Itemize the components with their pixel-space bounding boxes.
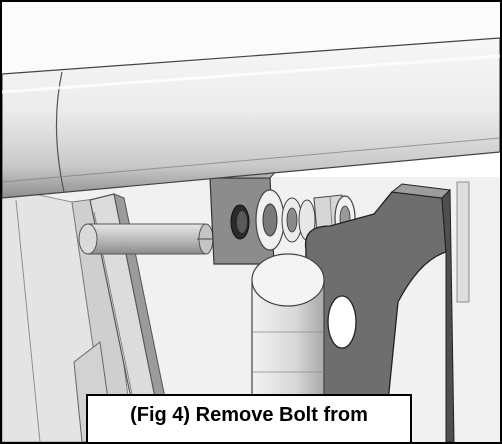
pin: [78, 223, 214, 255]
arm-bracket: [301, 181, 470, 442]
bushing: [251, 253, 325, 401]
crossbar-tube: [2, 37, 500, 199]
figure-caption: (Fig 4) Remove Bolt from: [86, 394, 412, 442]
